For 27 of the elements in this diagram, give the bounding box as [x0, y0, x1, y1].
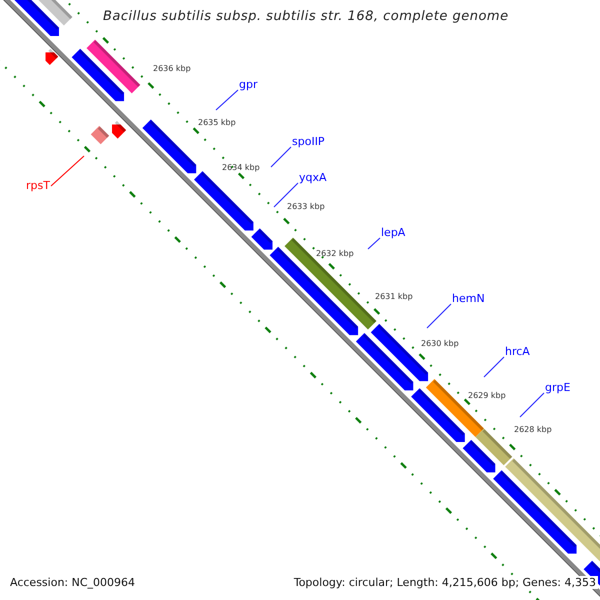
gene-label: rpsT — [26, 180, 50, 192]
position-label: 2631 kbp — [375, 293, 413, 301]
position-label: 2630 kbp — [421, 340, 459, 348]
gene-label: hrcA — [505, 346, 530, 358]
leader-line — [520, 392, 544, 418]
position-label: 2628 kbp — [514, 426, 552, 434]
leader-line — [426, 304, 452, 328]
leader-line — [368, 238, 380, 250]
genome-summary: Topology: circular; Length: 4,215,606 bp; Genes: 4,353 — [292, 576, 598, 590]
leader-line — [216, 90, 238, 110]
leader-line — [274, 182, 298, 208]
position-label: 2635 kbp — [198, 119, 236, 127]
leader-line — [270, 146, 292, 168]
gene-label: hemN — [452, 293, 485, 306]
gene-label: grpE — [545, 382, 570, 394]
position-label: 2636 kbp — [153, 65, 191, 73]
accession-label: Accession: NC_000964 — [8, 576, 138, 590]
leader-line — [484, 356, 504, 378]
position-label: 2634 kbp — [222, 164, 260, 172]
gene-label: spoIIP — [292, 136, 325, 148]
position-label: 2632 kbp — [316, 250, 354, 258]
leader-line — [50, 156, 84, 186]
position-label: 2629 kbp — [468, 392, 506, 400]
gene-label: lepA — [381, 227, 406, 240]
gene-label: gpr — [239, 79, 258, 92]
gene-label: yqxA — [299, 172, 327, 184]
position-label: 2633 kbp — [287, 203, 325, 211]
